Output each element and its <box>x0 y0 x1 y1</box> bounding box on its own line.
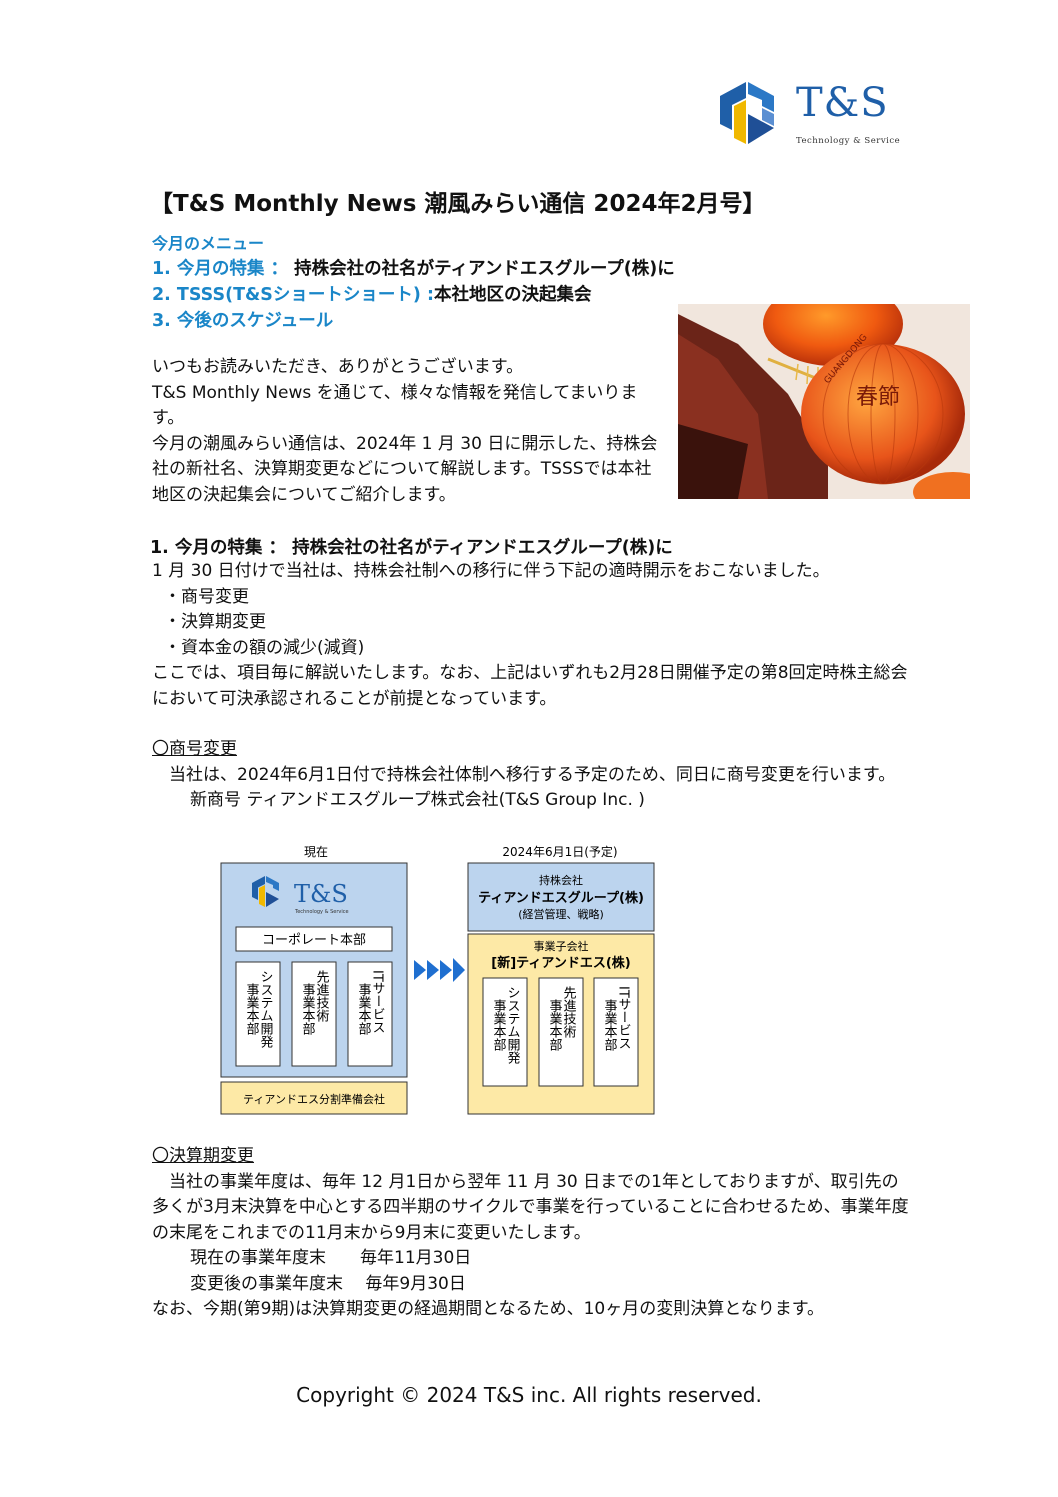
bullet-item: ・決算期変更 <box>164 612 266 632</box>
new-dept-label-1a: システム開発 <box>505 986 521 1065</box>
diagram-logo-icon <box>252 876 279 907</box>
menu-item-label: TSSS(T&Sショートショート) : <box>176 285 434 305</box>
section-heading: 1. 今月の特集 ： 持株会社の社名がティアンドエスグループ(株)に <box>150 538 673 558</box>
prep-company-label: ティアンドエス分割準備会社 <box>243 1092 385 1106</box>
menu-heading: 今月のメニュー <box>152 234 265 253</box>
dept-label-3a: ITサービス <box>370 970 385 1034</box>
page-title: 【T&S Monthly News 潮風みらい通信 2024年2月号】 <box>150 191 766 217</box>
subsidiary-small: 事業子会社 <box>534 939 589 953</box>
menu-item-3: 3. 今後のスケジュール <box>152 307 333 332</box>
lantern-text: 春節 <box>856 385 900 410</box>
dept-box <box>347 961 393 1067</box>
holding-name: ティアンドエスグループ(株) <box>478 890 644 906</box>
dept-box <box>235 961 281 1067</box>
future-label: 2024年6月1日(予定) <box>502 844 617 859</box>
section1-body: 1 月 30 日付けで当社は、持株会社制への移行に伴う下記の適時開示をおこないま… <box>152 559 912 712</box>
lantern-image: 春節 GUANGDONG <box>678 304 970 499</box>
company-logo: T&S Technology & Service <box>712 78 912 150</box>
new-dept-label-2b: 事業本部 <box>547 999 563 1051</box>
menu-item-label: 今後のスケジュール <box>176 311 334 331</box>
new-trade-name: 新商号 ティアンドエスグループ株式会社(T&S Group Inc. ) <box>190 790 645 810</box>
logo-mark-icon <box>720 82 774 144</box>
menu-item-detail: 持株会社の社名がティアンドエスグループ(株)に <box>294 259 675 279</box>
intro-text: いつもお読みいただき、ありがとうございます。 T&S Monthly News … <box>152 355 668 508</box>
dept-label-2a: 先進技術 <box>314 970 330 1023</box>
menu-item-number: 3. <box>152 311 171 331</box>
new-dept-box <box>593 977 639 1087</box>
subsidiary-name: [新]ティアンドエス(株) <box>491 955 630 971</box>
corporate-box <box>235 926 393 952</box>
menu-item-2: 2. TSSS(T&Sショートショート) :本社地区の決起集会 <box>152 281 592 306</box>
current-label: 現在 <box>304 845 328 859</box>
new-dept-box <box>538 977 584 1087</box>
trade-name-text: 当社は、2024年6月1日付で持株会社体制へ移行する予定のため、同日に商号変更を… <box>169 764 896 785</box>
section1-lead: 1 月 30 日付けで当社は、持株会社制への移行に伴う下記の適時開示をおこないま… <box>152 561 830 581</box>
intro-paragraph: いつもお読みいただき、ありがとうございます。 <box>152 357 524 377</box>
holding-role: (経営管理、戦略) <box>518 907 604 921</box>
new-dept-box <box>482 977 528 1087</box>
fiscal-note: なお、今期(第9期)は決算期変更の経過期間となるため、10ヶ月の変則決算となりま… <box>152 1299 824 1319</box>
menu-item-1: 1. 今月の特集 ： 持株会社の社名がティアンドエスグループ(株)に <box>152 255 675 280</box>
new-dept-label-2a: 先進技術 <box>561 986 577 1039</box>
new-dept-label-1b: 事業本部 <box>491 999 507 1051</box>
fiscal-current: 現在の事業年度末 毎年11月30日 <box>190 1248 472 1268</box>
dept-label-2b: 事業本部 <box>300 983 316 1035</box>
menu-item-detail: 本社地区の決起集会 <box>434 285 592 305</box>
org-diagram: 現在 2024年6月1日(予定) T&S Technology & Servic… <box>218 840 662 1122</box>
logo-subtitle: Technology & Service <box>796 136 901 146</box>
trade-name-heading: 〇商号変更 <box>152 739 237 759</box>
menu-item-number: 2. <box>152 285 171 305</box>
transition-arrow-icon <box>414 958 465 982</box>
holding-small: 持株会社 <box>539 873 583 887</box>
holding-company-box <box>467 862 655 932</box>
new-dept-label-3b: 事業本部 <box>602 999 618 1051</box>
dept-box <box>291 961 337 1067</box>
intro-paragraph: T&S Monthly News を通じて、様々な情報を発信してまいります。 <box>152 382 638 429</box>
logo-text: T&S <box>796 80 889 126</box>
dept-label-3b: 事業本部 <box>356 983 372 1035</box>
diagram-logo-sub: Technology & Service <box>294 909 349 915</box>
section1-note: ここでは、項目毎に解説いたします。なお、上記はいずれも2月28日開催予定の第8回… <box>152 663 908 709</box>
trade-name-section: 〇商号変更 当社は、2024年6月1日付で持株会社体制へ移行する予定のため、同日… <box>152 737 912 814</box>
dept-label-1a: システム開発 <box>258 970 274 1049</box>
prep-company-box <box>220 1081 408 1115</box>
fiscal-changed: 変更後の事業年度末 毎年9月30日 <box>190 1273 466 1294</box>
fiscal-text: 当社の事業年度は、毎年 12 月1日から翌年 11 月 30 日までの1年として… <box>152 1171 909 1243</box>
dept-label-1b: 事業本部 <box>244 983 260 1035</box>
fiscal-section: 〇決算期変更 当社の事業年度は、毎年 12 月1日から翌年 11 月 30 日ま… <box>152 1144 912 1323</box>
bullet-item: ・商号変更 <box>164 586 249 607</box>
menu-item-label: 今月の特集 ： <box>176 259 289 279</box>
diagram-logo-text: T&S <box>294 880 348 908</box>
bullet-item: ・資本金の額の減少(減資) <box>164 637 365 658</box>
fiscal-heading: 〇決算期変更 <box>152 1146 254 1166</box>
lantern-photo: 春節 GUANGDONG <box>678 304 970 499</box>
corporate-label: コーポレート本部 <box>262 933 366 948</box>
intro-paragraph: 今月の潮風みらい通信は、2024年 1 月 30 日に開示した、持株会社の新社名… <box>152 433 658 505</box>
new-dept-label-3a: ITサービス <box>616 986 631 1050</box>
copyright-footer: Copyright © 2024 T&S inc. All rights res… <box>296 1383 762 1407</box>
menu-item-number: 1. <box>152 259 171 279</box>
